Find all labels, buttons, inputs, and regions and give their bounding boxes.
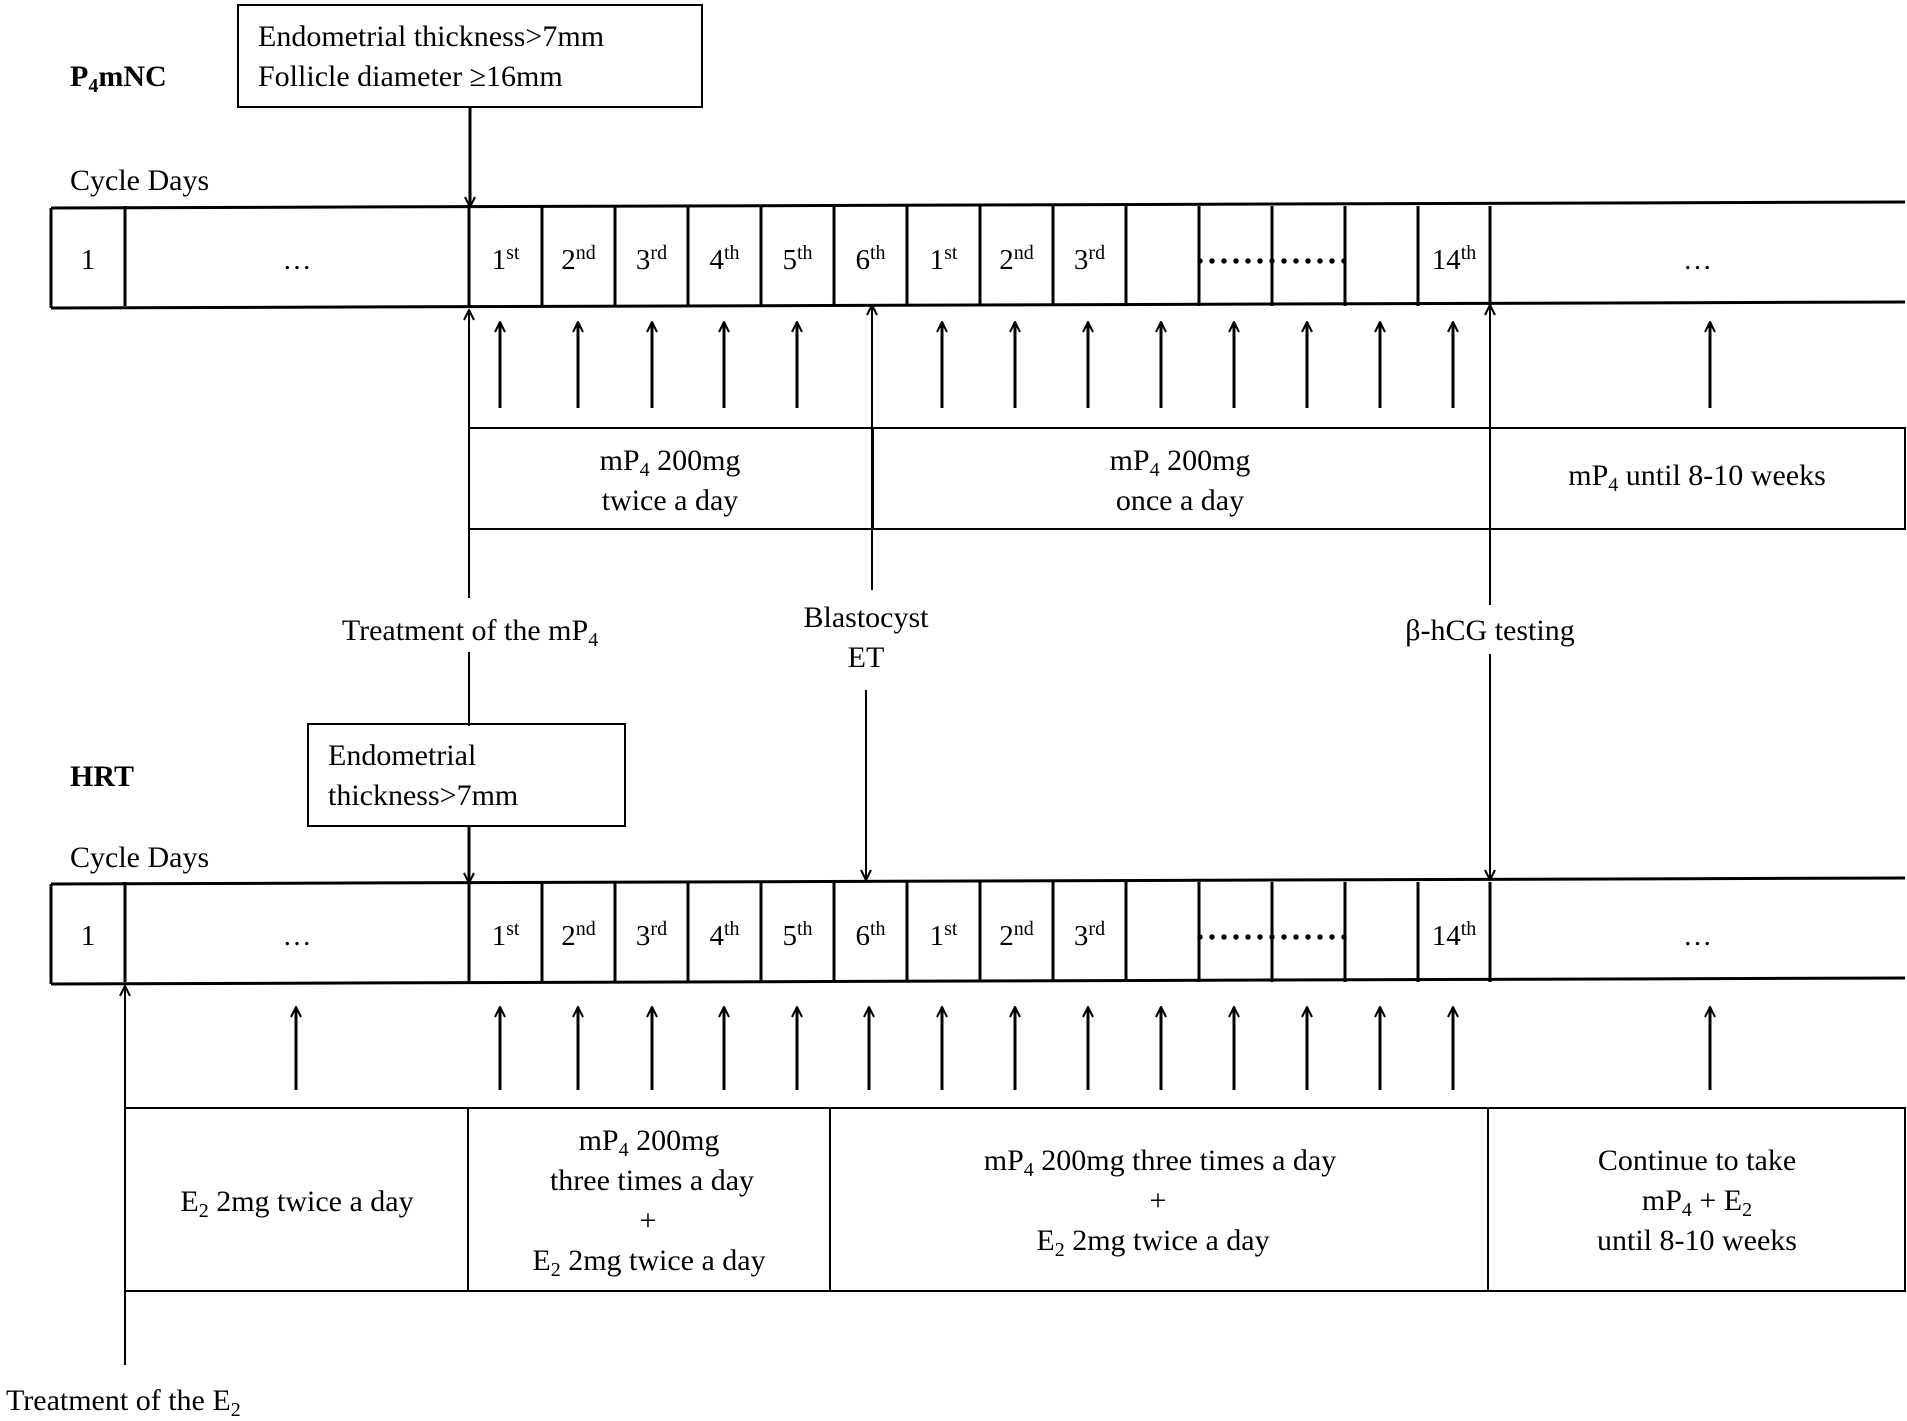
top-day-cell-15: 14th: [1432, 242, 1477, 276]
top-day-cell-2: 1st: [492, 242, 520, 276]
bottom-med-last-line3: until 8-10 weeks: [1597, 1224, 1797, 1257]
bottom-med-last-line2: mP4 + E2: [1642, 1184, 1752, 1221]
top-continuation-dots: • • • • • • • • • • • • •: [1196, 251, 1347, 273]
top-protocol-label: P4mNC: [70, 60, 167, 97]
top-medication-box: mP4 200mg twice a day mP4 200mg once a d…: [468, 427, 1906, 530]
blastocyst-label-line2: ET: [848, 641, 885, 674]
bottom-day-cell-0: 1: [81, 920, 96, 952]
bottom-day-cell-2: 1st: [492, 918, 520, 952]
top-day-cell-4: 3rd: [636, 242, 667, 276]
top-cycle-days-label: Cycle Days: [70, 164, 209, 197]
top-day-cell-10: 3rd: [1074, 242, 1105, 276]
bottom-day-cell-8: 1st: [930, 918, 958, 952]
bottom-criteria-line2: thickness>7mm: [328, 779, 518, 812]
bottom-day-cell-3: 2nd: [561, 918, 596, 952]
top-med-2-line1: mP4 200mg: [1110, 444, 1251, 481]
top-day-cell-0: 1: [81, 244, 96, 276]
bottom-day-cell-5: 4th: [709, 918, 739, 952]
bottom-med-mid2-line1: mP4 200mg three times a day: [984, 1144, 1336, 1181]
bottom-med-last-line1: Continue to take: [1598, 1144, 1796, 1177]
hcg-label: β-hCG testing: [1405, 614, 1574, 647]
bottom-med-mid1-line1: mP4 200mg: [579, 1124, 720, 1161]
bottom-criteria-line1: Endometrial: [328, 739, 476, 772]
bottom-med-e2: E2 2mg twice a day: [180, 1185, 413, 1222]
bottom-med-mid1-line2: three times a day: [550, 1164, 754, 1197]
top-med-1-line1: mP4 200mg: [600, 444, 741, 481]
bottom-daily-arrows: [296, 1007, 1710, 1090]
bottom-day-cell-1: …: [283, 920, 312, 952]
blastocyst-label-line1: Blastocyst: [804, 601, 930, 634]
bottom-criteria-box: Endometrial thickness>7mm: [307, 723, 626, 827]
bottom-med-mid2-line3: E2 2mg twice a day: [1036, 1224, 1269, 1261]
mp4-treatment-label: Treatment of the mP4: [342, 614, 598, 651]
top-day-cell-9: 2nd: [999, 242, 1034, 276]
bottom-day-cell-10: 3rd: [1074, 918, 1105, 952]
bottom-medication-box: E2 2mg twice a day mP4 200mg three times…: [124, 1107, 1906, 1292]
bottom-timeline: 1 … 1st 2nd 3rd 4th 5th 6th 1st 2nd 3rd 14th … • • • …: [49, 876, 1906, 986]
top-daily-arrows: [500, 322, 1710, 408]
bottom-day-cell-7: 6th: [855, 918, 885, 952]
top-criteria-box: Endometrial thickness>7mm Follicle diame…: [237, 4, 703, 108]
top-day-cell-8: 1st: [930, 242, 958, 276]
top-day-cell-5: 4th: [709, 242, 739, 276]
top-timeline: 1 … 1st 2nd 3rd 4th 5th 6th 1st 2nd 3rd 14th … • • • …: [49, 200, 1906, 310]
bottom-continuation-dots: • • • • • • • • • • • • •: [1196, 927, 1347, 949]
e2-treatment-label: Treatment of the E2: [6, 1384, 241, 1421]
bottom-day-cell-9: 2nd: [999, 918, 1034, 952]
bottom-day-cell-4: 3rd: [636, 918, 667, 952]
bottom-med-mid1-line4: E2 2mg twice a day: [532, 1244, 765, 1281]
top-criteria-line2: Follicle diameter ≥16mm: [258, 60, 563, 93]
bottom-cycle-days-label: Cycle Days: [70, 841, 209, 874]
top-day-cell-16: …: [1683, 244, 1712, 276]
bottom-med-mid1-plus: +: [640, 1204, 657, 1237]
top-day-cell-6: 5th: [782, 242, 812, 276]
bottom-day-cell-6: 5th: [782, 918, 812, 952]
bottom-day-cell-16: …: [1683, 920, 1712, 952]
top-med-2-line2: once a day: [1116, 484, 1244, 517]
top-med-3-line1: mP4 until 8-10 weeks: [1568, 459, 1826, 496]
top-criteria-line1: Endometrial thickness>7mm: [258, 20, 604, 53]
bottom-protocol-label: HRT: [70, 760, 134, 793]
top-day-cell-3: 2nd: [561, 242, 596, 276]
bottom-med-mid2-plus: +: [1150, 1184, 1167, 1217]
top-day-cell-7: 6th: [855, 242, 885, 276]
top-day-cell-1: …: [283, 244, 312, 276]
top-med-1-line2: twice a day: [602, 484, 739, 517]
bottom-day-cell-15: 14th: [1432, 918, 1477, 952]
